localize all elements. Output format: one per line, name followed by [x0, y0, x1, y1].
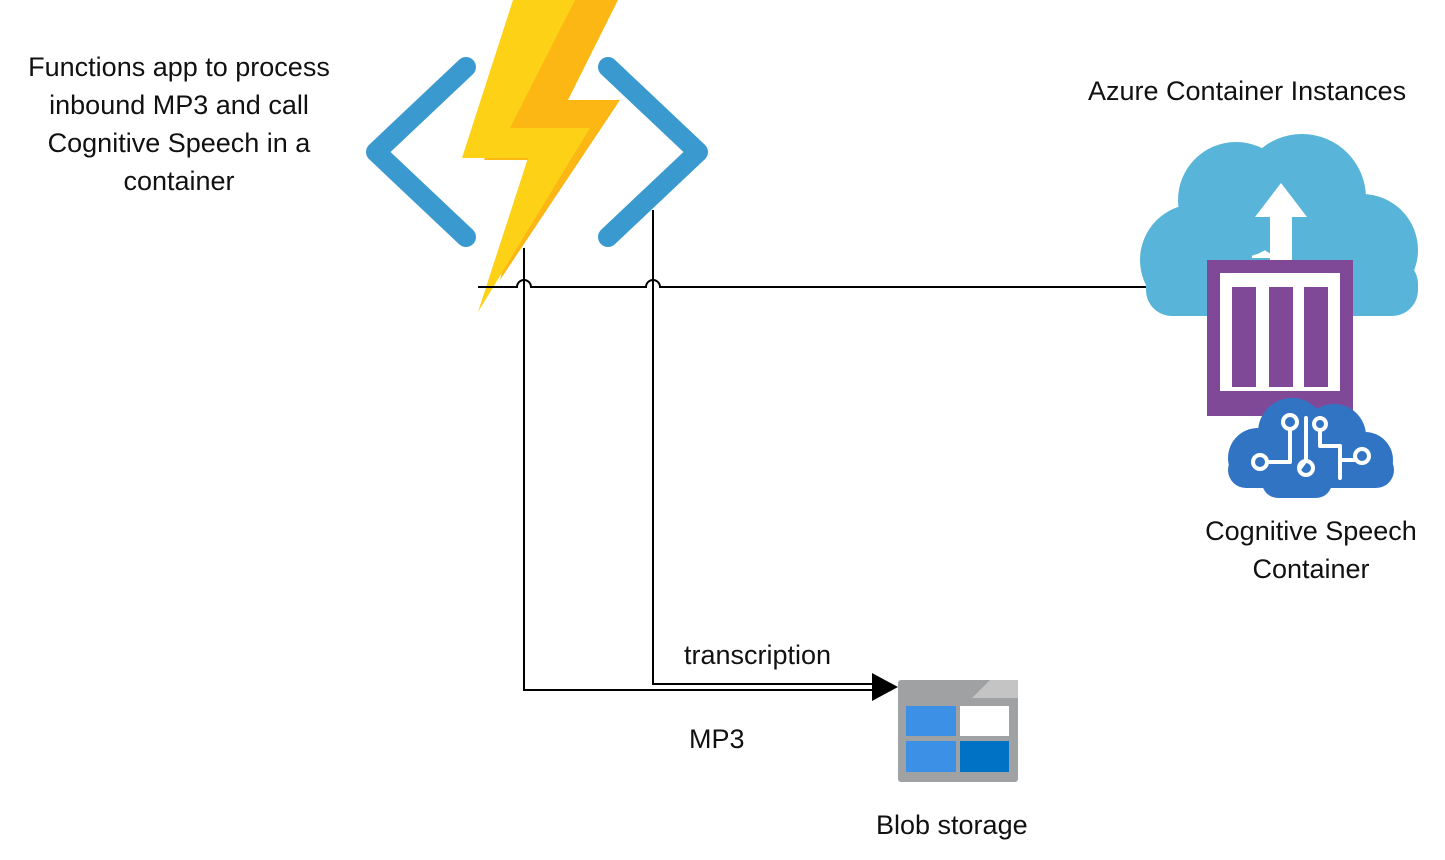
- blob-storage-icon: [898, 680, 1018, 782]
- azure-functions-icon: [366, 0, 708, 312]
- functions-app-label-line-3: Cognitive Speech in a: [47, 128, 311, 158]
- functions-app-label-line-4: container: [123, 166, 235, 196]
- upload-arrow-icon: [1255, 183, 1307, 262]
- mp3-label: MP3: [689, 724, 745, 754]
- blob-storage-label: Blob storage: [876, 810, 1028, 840]
- lightning-bolt: [462, 0, 590, 312]
- cognitive-speech-label-line-1: Cognitive Speech: [1205, 516, 1417, 546]
- left-bracket: [366, 57, 476, 247]
- cognitive-services-brain-icon: [1228, 398, 1394, 498]
- azure-container-instances-label: Azure Container Instances: [1088, 76, 1407, 106]
- cognitive-speech-container-label: Cognitive Speech Container: [1190, 512, 1432, 588]
- functions-app-label-line-1: Functions app to process: [28, 52, 330, 82]
- connectors: [478, 210, 1146, 691]
- cognitive-speech-label-line-2: Container: [1252, 554, 1370, 584]
- transcription-label: transcription: [684, 640, 832, 670]
- connector-mp3: [523, 248, 872, 691]
- azure-container-instances-icon: [1140, 134, 1418, 416]
- connector-functions-to-aci: [478, 279, 1146, 288]
- arrowhead-icon: [872, 673, 898, 701]
- connector-transcription: [652, 210, 872, 685]
- functions-app-label-line-2: inbound MP3 and call: [49, 90, 309, 120]
- right-bracket: [598, 57, 708, 247]
- functions-app-label: Functions app to process inbound MP3 and…: [0, 48, 358, 200]
